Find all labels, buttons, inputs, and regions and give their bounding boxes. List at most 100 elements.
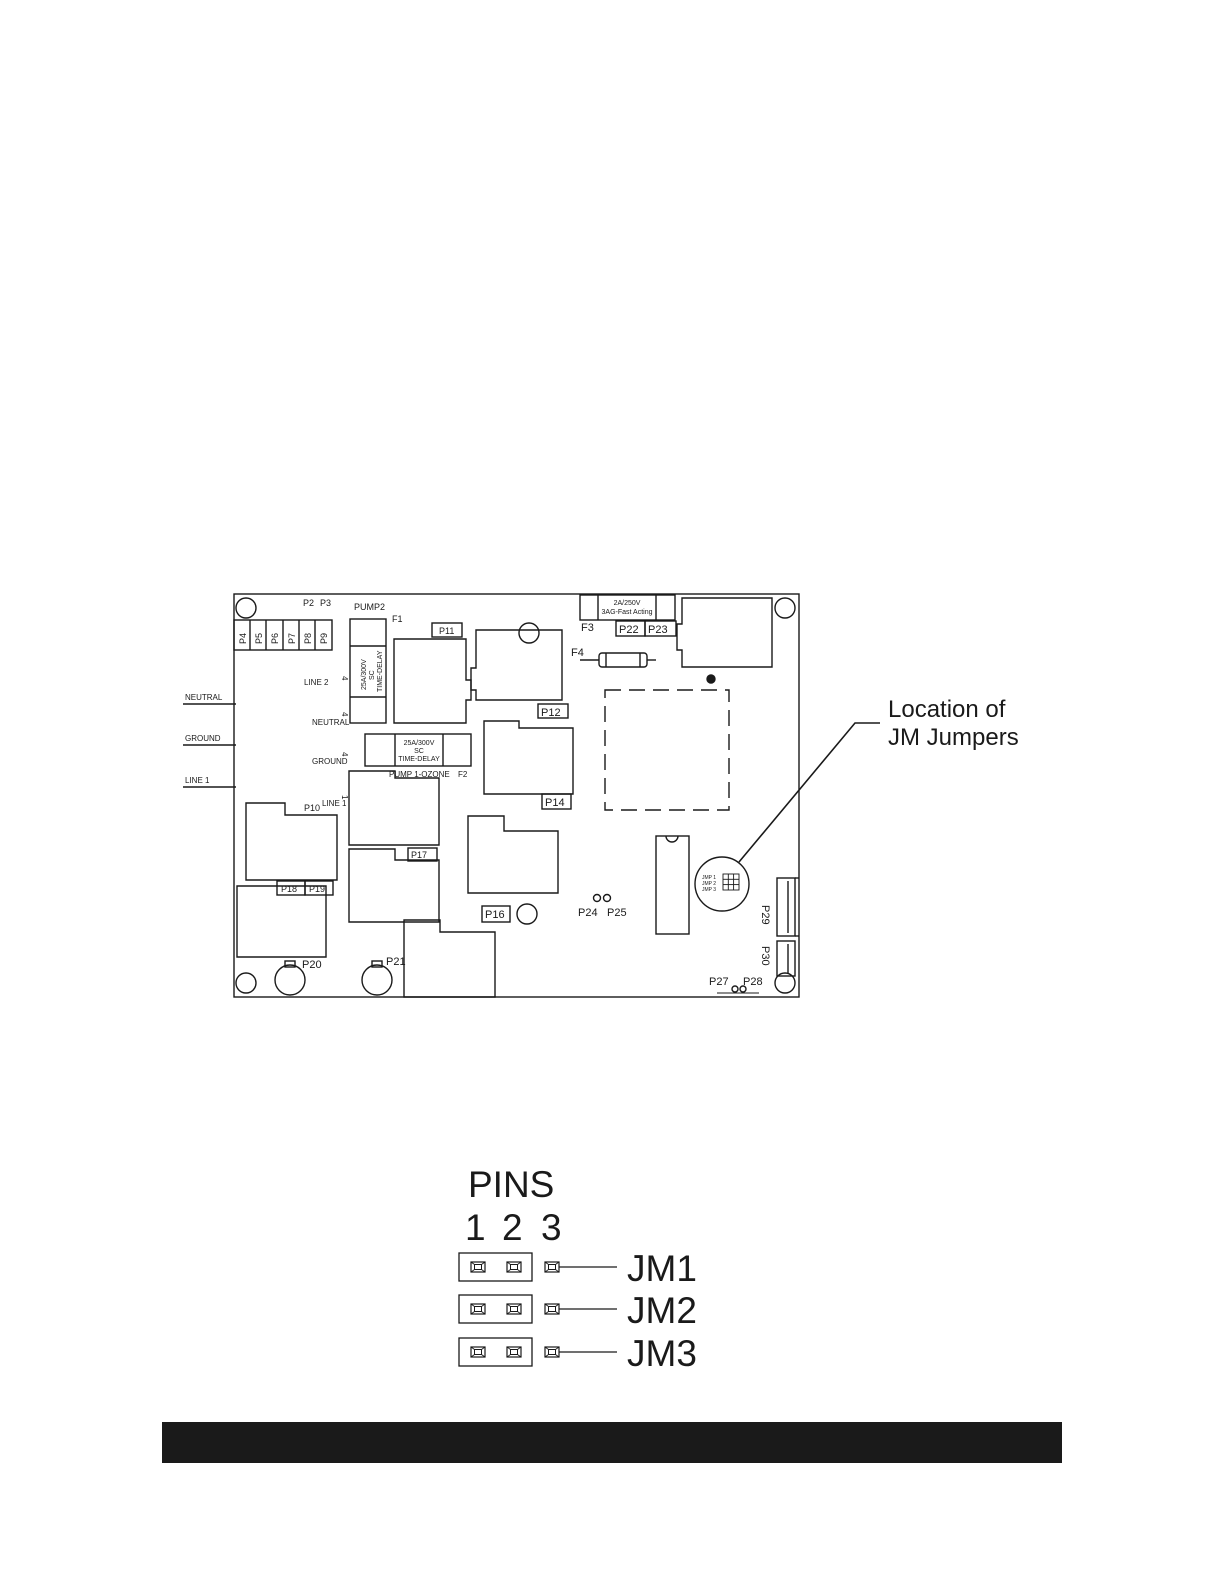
pin-2 [506,1303,522,1315]
callout-leader-line [738,722,880,863]
small-connector-strip [233,619,333,651]
pin-3 [544,1303,560,1315]
relay-p16 [467,815,559,894]
test-pad-p25 [602,893,612,903]
label-p6: P6 [270,633,280,644]
fuse-f2 [364,733,472,767]
pin-1 [470,1346,486,1358]
label-p21: P21 [386,956,406,968]
label-box [644,620,677,637]
label-line2: LINE 2 [304,678,329,687]
label-f2: F2 [458,770,468,779]
jumper-row-jm3: JM3 [458,1333,697,1374]
pin-2 [506,1261,522,1273]
label-p23: P23 [648,624,668,636]
jumper-row-jm1: JM1 [458,1248,697,1289]
label-f3: F3 [581,622,594,634]
label-box [407,847,438,862]
wire-label-ground: GROUND [185,734,221,743]
label-p11: P11 [439,626,454,636]
board-labels: P2 P3 PUMP2 F1 P4 P5 P6 P7 P8 P9 P11 2A/… [238,598,771,988]
footer-bar [162,1422,1062,1463]
relay-p10 [348,770,440,846]
label-pump1-ozone: PUMP 1-OZONE [389,770,450,779]
label-f3-rating-1: 2A/250V [614,600,641,607]
label-p3: P3 [320,598,331,608]
label-box [541,793,572,810]
jumper-label-jm1: JM1 [627,1248,697,1289]
fuse-f4 [580,652,656,668]
label-p27: P27 [709,976,729,988]
jumper-grid-small [722,873,740,891]
mounting-hole [516,903,538,925]
capacitor [274,964,306,996]
label-p5: P5 [254,633,264,644]
label-p9: P9 [319,633,329,644]
callout-line-1: Location of [888,696,1006,723]
pin-1 [470,1261,486,1273]
processor-area [604,689,730,811]
label-p24: P24 [578,907,598,919]
jumper-shunt [458,1294,533,1324]
orientation-dot [706,674,716,684]
wire-label-neutral: NEUTRAL [185,693,223,702]
label-f1-rating-1: 25A/300V [361,659,368,690]
label-pump2: PUMP2 [354,602,385,612]
label-box [431,622,463,638]
callout-line-2: JM Jumpers [888,724,1019,751]
label-p19: P19 [309,884,325,894]
label-p25: P25 [607,907,627,919]
fuse-f1 [349,618,387,724]
label-jmp2: JMP 2 [702,881,716,887]
connector-p30 [776,940,796,977]
relay-p14 [483,720,574,795]
label-jmp1: JMP 1 [702,875,716,881]
pin-number-2: 2 [502,1207,523,1248]
capacitor [361,964,393,996]
pin-number-1: 1 [465,1207,486,1248]
label-line1-inner: LINE 1 [322,799,347,808]
label-box [304,880,334,896]
relay-p17 [348,848,440,923]
connector-p18-p19 [245,802,338,881]
callout: Location of JM Jumpers [888,696,1019,751]
pin-1 [470,1303,486,1315]
label-box [537,703,569,719]
wire-label-line1: LINE 1 [185,776,210,785]
connector-p29 [776,877,799,937]
label-f1: F1 [392,614,403,624]
label-ground-inner: GROUND [312,757,348,766]
label-f2-rating-2: SC [414,748,424,755]
pin-3 [544,1346,560,1358]
label-p14: P14 [545,797,565,809]
label-pin4: 4 [340,752,349,757]
fuse-f3 [579,594,676,621]
capacitor-tab [284,960,296,968]
transformer [676,597,773,668]
capacitor-tab [371,960,383,968]
mounting-hole [518,622,540,644]
label-p10: P10 [304,803,320,813]
label-p30: P30 [759,946,771,966]
label-p28: P28 [743,976,763,988]
relay-p12 [470,629,563,701]
label-f1-rating-2: SC [369,670,376,680]
label-jmp3: JMP 3 [702,887,716,893]
label-f2-rating-1: 25A/300V [404,740,435,747]
label-f3-rating-2: 3AG-Fast Acting [602,609,653,616]
label-neutral-inner: NEUTRAL [312,718,350,727]
label-p22: P22 [619,624,639,636]
label-f4: F4 [571,647,584,659]
connector-p20 [236,885,327,958]
jumper-label-jm3: JM3 [627,1333,697,1374]
mounting-hole [235,972,257,994]
label-f2-rating-3: TIME-DELAY [398,756,440,763]
label-p17: P17 [411,850,427,860]
label-pin4: 4 [340,712,349,717]
mounting-hole [235,597,257,619]
label-p12: P12 [541,707,561,719]
label-p7: P7 [287,633,297,644]
circuit-board-outline [233,593,800,998]
pin-2 [506,1346,522,1358]
